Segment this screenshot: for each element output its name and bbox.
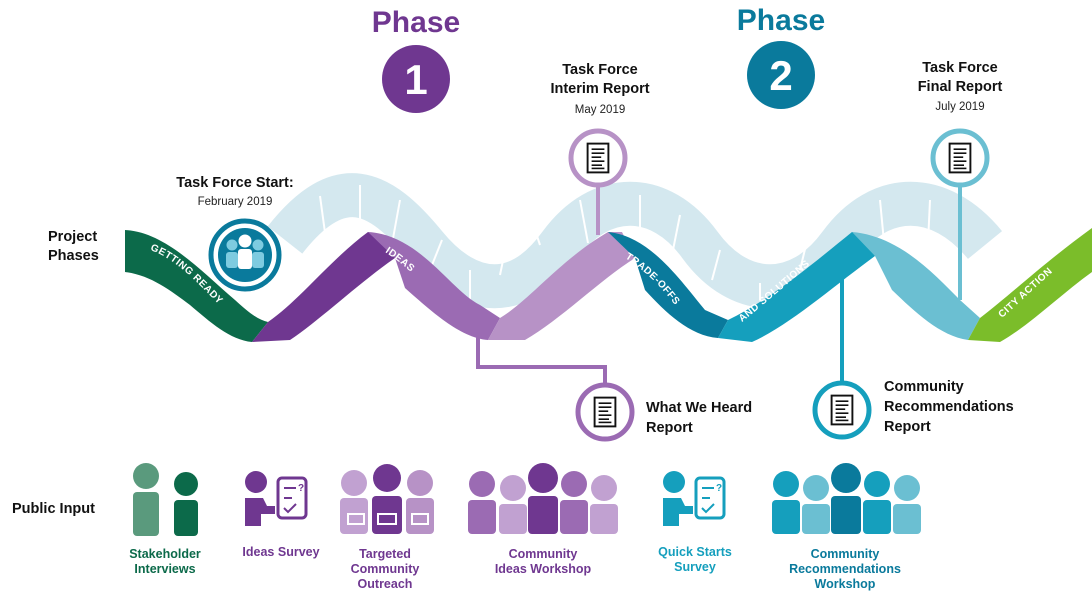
final-report-title-1: Task Force (922, 60, 998, 76)
what-we-heard-report-icon (575, 382, 635, 442)
stakeholder-interviews-icon (133, 463, 198, 536)
ribbon-segment-ideas (368, 232, 500, 340)
ideas-survey-icon: ? (245, 471, 308, 526)
community-recs-report-label-1: Community (884, 379, 964, 395)
community-recs-report-label-3: Report (884, 419, 931, 435)
phase-2-label: Phase (736, 4, 826, 37)
public-input-label: Public Input (12, 501, 95, 517)
ribbon-segment-solutions-descent (852, 232, 980, 340)
phase-1-number-badge: 1 (382, 45, 450, 113)
phase-1-label: Phase (371, 6, 461, 39)
community-ideas-workshop-icon (468, 463, 618, 534)
svg-text:1: 1 (404, 56, 427, 103)
interim-report-icon (568, 128, 628, 188)
quick-starts-survey-icon: ? (663, 471, 726, 526)
task-force-start-title: Task Force Start: (176, 175, 294, 191)
ribbon-segment-ideas-rise (488, 232, 635, 340)
task-force-start-date: February 2019 (197, 196, 273, 208)
project-phases-label-1: Project (48, 229, 98, 245)
ribbon-segment-getting-ready (125, 230, 268, 342)
ribbon-background (267, 173, 1003, 309)
targeted-community-outreach-icon (340, 464, 434, 534)
interim-report-title-1: Task Force (562, 62, 638, 78)
ribbon-segment-trade-offs (608, 232, 728, 338)
phase-2-number-badge: 2 (747, 41, 815, 109)
community-recommendations-report-icon (812, 380, 872, 440)
ribbon-segment-generating (252, 232, 395, 342)
svg-text:2: 2 (769, 52, 792, 99)
interim-report-title-2: Interim Report (550, 81, 650, 97)
community-recommendations-workshop-icon (772, 463, 921, 534)
community-recs-report-label-2: Recommendations (884, 399, 1014, 415)
final-report-icon (930, 128, 990, 188)
interim-report-date: May 2019 (574, 104, 626, 116)
what-we-heard-report-label-2: Report (646, 420, 693, 436)
task-force-start-icon (208, 218, 282, 292)
final-report-title-2: Final Report (917, 79, 1003, 95)
svg-text:?: ? (298, 483, 304, 494)
ribbon-segment-and-solutions (718, 232, 875, 342)
project-phases-label-2: Phases (48, 248, 99, 264)
what-we-heard-report-label-1: What We Heard (646, 400, 753, 416)
ribbon-background-dividers (319, 185, 931, 300)
final-report-date: July 2019 (935, 101, 985, 113)
ribbon-segment-city-action (968, 228, 1092, 342)
public-input-label-ideas-survey: Ideas Survey (242, 545, 320, 559)
svg-text:?: ? (716, 483, 722, 494)
